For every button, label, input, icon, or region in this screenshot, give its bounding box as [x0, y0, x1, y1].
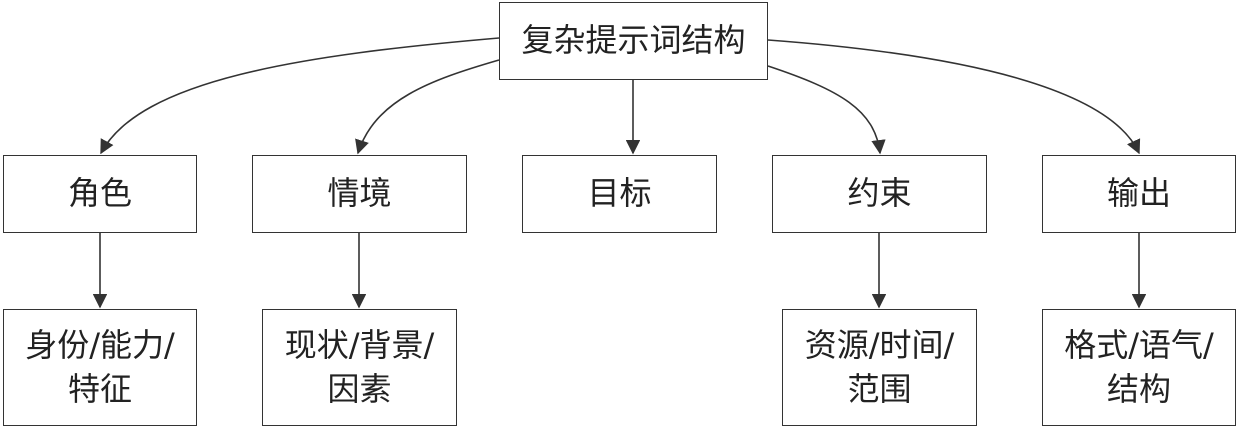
detail-context: 现状/背景/ 因素	[262, 309, 457, 426]
node-context-label: 情境	[327, 174, 392, 213]
node-output-label: 输出	[1106, 174, 1171, 213]
detail-constraint-line-1: 资源/时间/	[804, 326, 955, 365]
node-goal-label: 目标	[587, 174, 652, 213]
detail-output: 格式/语气/ 结构	[1042, 309, 1236, 426]
root-node: 复杂提示词结构	[499, 2, 768, 80]
node-goal: 目标	[522, 155, 717, 233]
node-context: 情境	[252, 155, 467, 233]
detail-output-line-2: 结构	[1106, 369, 1171, 408]
detail-context-line-1: 现状/背景/	[284, 326, 435, 365]
edge-root-context	[355, 59, 500, 155]
node-constraint: 约束	[772, 155, 987, 233]
detail-role-line-1: 身份/能力/	[25, 326, 175, 365]
detail-constraint-line-2: 范围	[847, 369, 912, 408]
detail-constraint: 资源/时间/ 范围	[782, 309, 977, 426]
node-role: 角色	[3, 155, 197, 233]
detail-output-line-1: 格式/语气/	[1064, 326, 1214, 365]
node-role-label: 角色	[67, 174, 132, 213]
root-label: 复杂提示词结构	[521, 21, 746, 60]
detail-context-line-2: 因素	[327, 369, 392, 408]
edge-root-role	[100, 37, 500, 155]
edge-root-constraint	[767, 65, 886, 155]
node-output: 输出	[1042, 155, 1236, 233]
node-constraint-label: 约束	[847, 174, 912, 213]
edge-root-output	[767, 39, 1141, 155]
detail-role: 身份/能力/ 特征	[3, 309, 197, 426]
detail-role-line-2: 特征	[67, 369, 132, 408]
